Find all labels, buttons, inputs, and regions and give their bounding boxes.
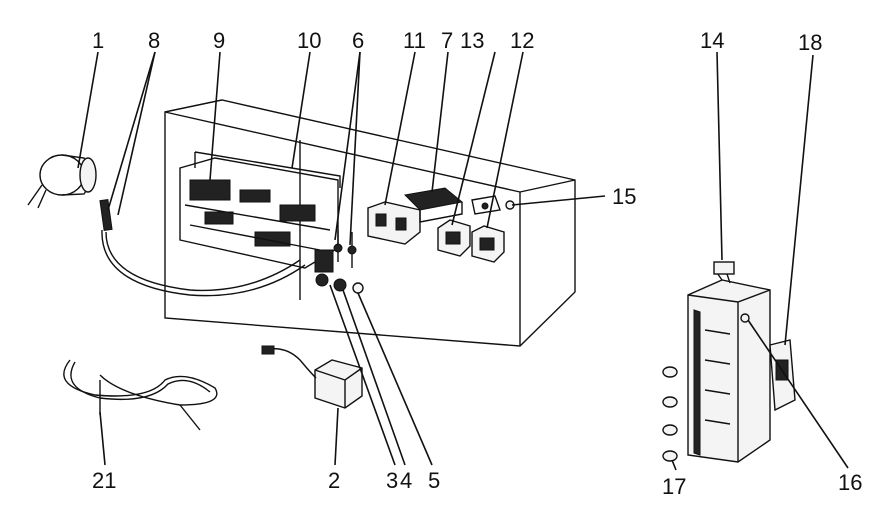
part-1-motor (27, 154, 97, 209)
callout-7: 7 (441, 28, 453, 53)
part-17-knobs (662, 366, 678, 462)
callout-2: 2 (328, 468, 340, 493)
part-3-4-5-6-terminals (314, 230, 364, 294)
part-21-wire-harness (63, 359, 218, 431)
callout-3: 3 (386, 468, 398, 493)
callout-16: 16 (838, 470, 862, 495)
part-18-bracket (769, 339, 796, 412)
callout-15: 15 (612, 184, 636, 209)
part-8-sensor-probe (99, 199, 306, 297)
callout-18: 18 (798, 30, 822, 55)
callout-9: 9 (213, 28, 225, 53)
callout-13: 13 (460, 28, 484, 53)
callout-labels: 1 8 9 10 6 11 7 13 12 15 14 18 16 17 21 … (92, 28, 862, 499)
part-2-transformer (261, 345, 363, 409)
callout-21: 21 (92, 468, 116, 493)
callout-5: 5 (428, 468, 440, 493)
callout-10: 10 (297, 28, 321, 53)
callout-17: 17 (662, 474, 686, 499)
callout-4: 4 (400, 468, 412, 493)
leader-lines (77, 51, 849, 471)
callout-6: 6 (352, 28, 364, 53)
part-12-socket (471, 195, 505, 263)
callout-14: 14 (700, 28, 724, 53)
part-14-timer (687, 261, 771, 463)
part-16-screw (740, 313, 750, 323)
part-11-connector (367, 201, 421, 245)
callout-12: 12 (510, 28, 534, 53)
callout-8: 8 (148, 28, 160, 53)
callout-1: 1 (92, 28, 104, 53)
control-box-housing (164, 99, 576, 347)
callout-11: 11 (403, 28, 426, 53)
part-13-socket (437, 219, 471, 257)
